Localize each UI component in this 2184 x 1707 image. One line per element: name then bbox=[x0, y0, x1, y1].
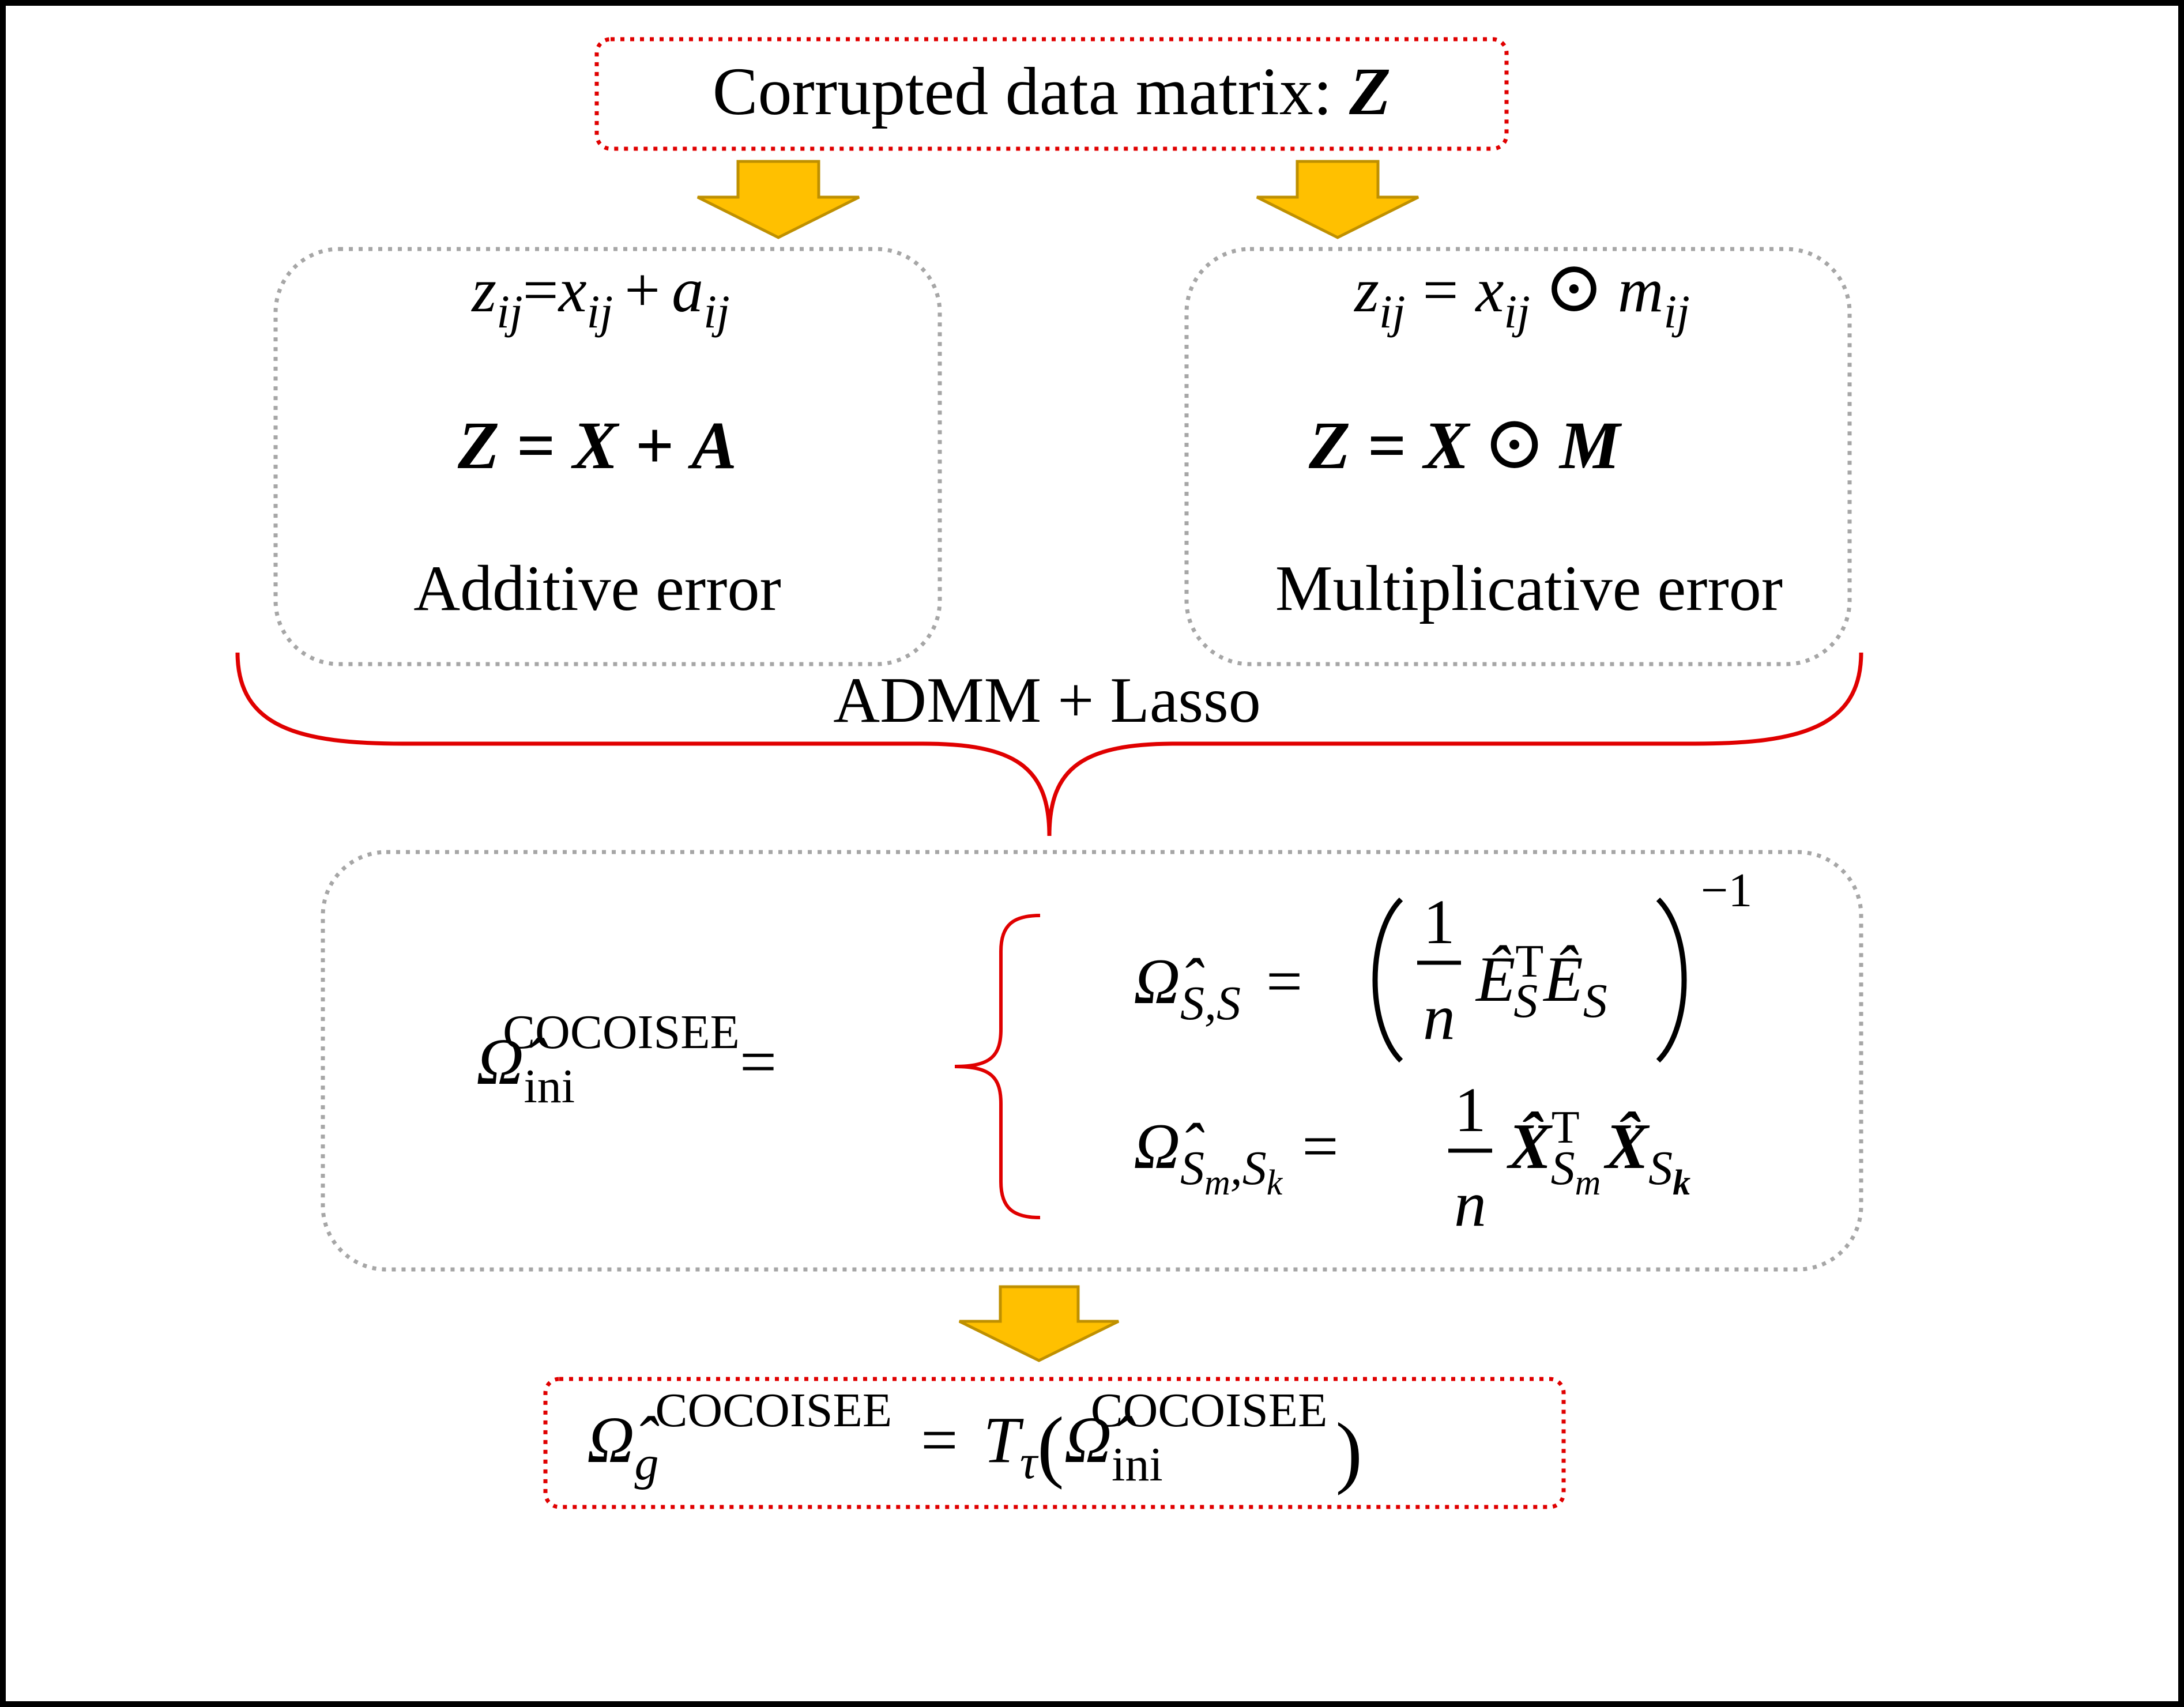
case1-exponent: −1 bbox=[1701, 864, 1752, 917]
initial-estimator-lhs: Ω̂iniCOCOISEE= bbox=[476, 1005, 777, 1113]
admm-lasso-label: ADMM + Lasso bbox=[833, 665, 1260, 736]
case1-fraction-numerator: 1 bbox=[1424, 887, 1455, 957]
case2-fraction-denominator: n bbox=[1454, 1169, 1486, 1240]
arrow-to-multiplicative bbox=[1256, 160, 1419, 239]
additive-element-equation: zij=xij+aij bbox=[470, 255, 729, 338]
thresholded-estimator-equation: Ω̂gCOCOISEE=Tτ(Ω̂iniCOCOISEE) bbox=[587, 1384, 1362, 1496]
case1-left-paren bbox=[1372, 897, 1403, 1063]
case1-right-paren bbox=[1656, 897, 1687, 1063]
corrupted-data-box bbox=[594, 37, 1509, 151]
corrupted-matrix-symbol: Z bbox=[1349, 54, 1391, 129]
multiplicative-matrix-equation: Z=X⊙M bbox=[1308, 402, 1622, 485]
additive-matrix-equation: Z=X+A bbox=[457, 408, 737, 483]
case1-fraction-denominator: n bbox=[1423, 982, 1455, 1053]
arrow-to-additive bbox=[696, 160, 860, 239]
arrow-to-thresholded bbox=[958, 1285, 1120, 1362]
multiplicative-error-box bbox=[1184, 247, 1852, 666]
merge-brace bbox=[235, 652, 1863, 836]
additive-error-box bbox=[273, 247, 942, 666]
case2-fraction-numerator: 1 bbox=[1455, 1075, 1486, 1145]
case1-lhs: Ω̂S,S= bbox=[1134, 946, 1302, 1030]
multiplicative-error-caption: Multiplicative error bbox=[1275, 553, 1783, 624]
multiplicative-element-equation: zij=xij⊙mij bbox=[1353, 248, 1690, 338]
additive-error-caption: Additive error bbox=[413, 553, 781, 624]
case2-lhs: Ω̂Sm,Sk= bbox=[1134, 1111, 1338, 1203]
corrupted-data-label: Corrupted data matrix: Z bbox=[713, 54, 1391, 129]
case-brace bbox=[954, 914, 1041, 1219]
thresholded-estimator-box bbox=[543, 1377, 1566, 1509]
initial-estimator-box bbox=[321, 850, 1863, 1272]
